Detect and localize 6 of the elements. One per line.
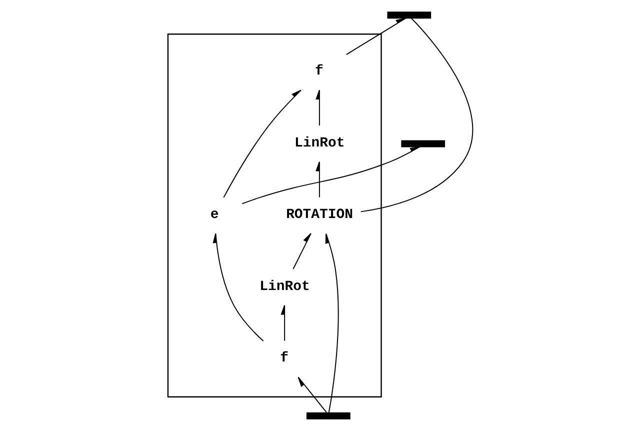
node-text: ROTATION bbox=[286, 207, 353, 224]
node-text: LinRot bbox=[294, 135, 345, 152]
node-text: e bbox=[210, 207, 219, 224]
node-text: LinRot bbox=[260, 278, 310, 295]
node-text: f bbox=[314, 64, 324, 80]
node-text: f bbox=[280, 350, 288, 367]
